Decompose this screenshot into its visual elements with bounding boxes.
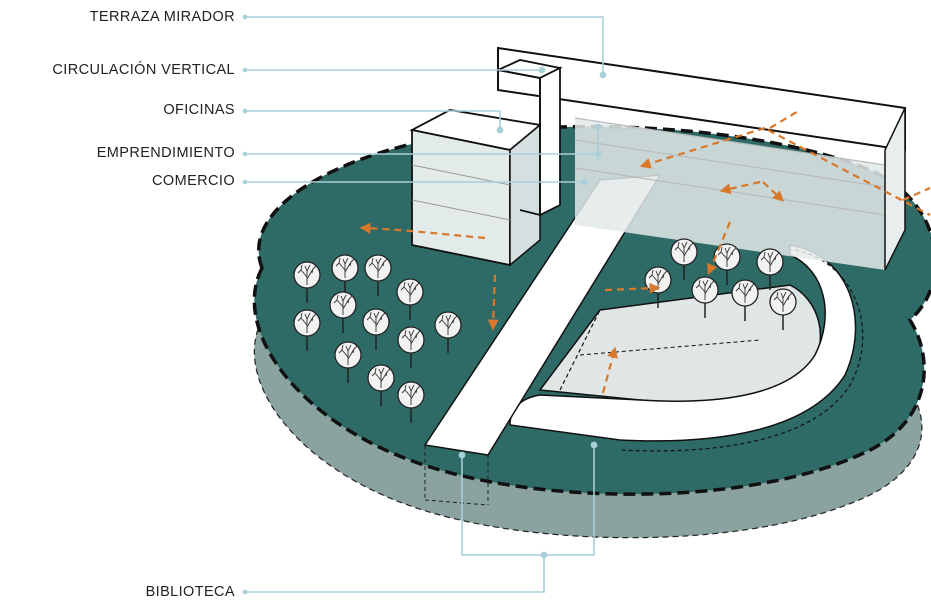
building bbox=[409, 46, 906, 271]
leader-dots bbox=[242, 14, 607, 595]
label-emprendimiento: EMPRENDIMIENTO bbox=[96, 145, 235, 161]
label-circulacion-vertical: CIRCULACIÓN VERTICAL bbox=[52, 62, 235, 78]
label-comercio: COMERCIO bbox=[152, 173, 235, 189]
flow-arrows bbox=[359, 109, 931, 394]
leader-lines bbox=[245, 16, 604, 593]
label-oficinas: OFICINAS bbox=[163, 102, 235, 118]
label-terraza-mirador: TERRAZA MIRADOR bbox=[89, 9, 235, 25]
label-biblioteca: BIBLIOTECA bbox=[145, 584, 235, 600]
